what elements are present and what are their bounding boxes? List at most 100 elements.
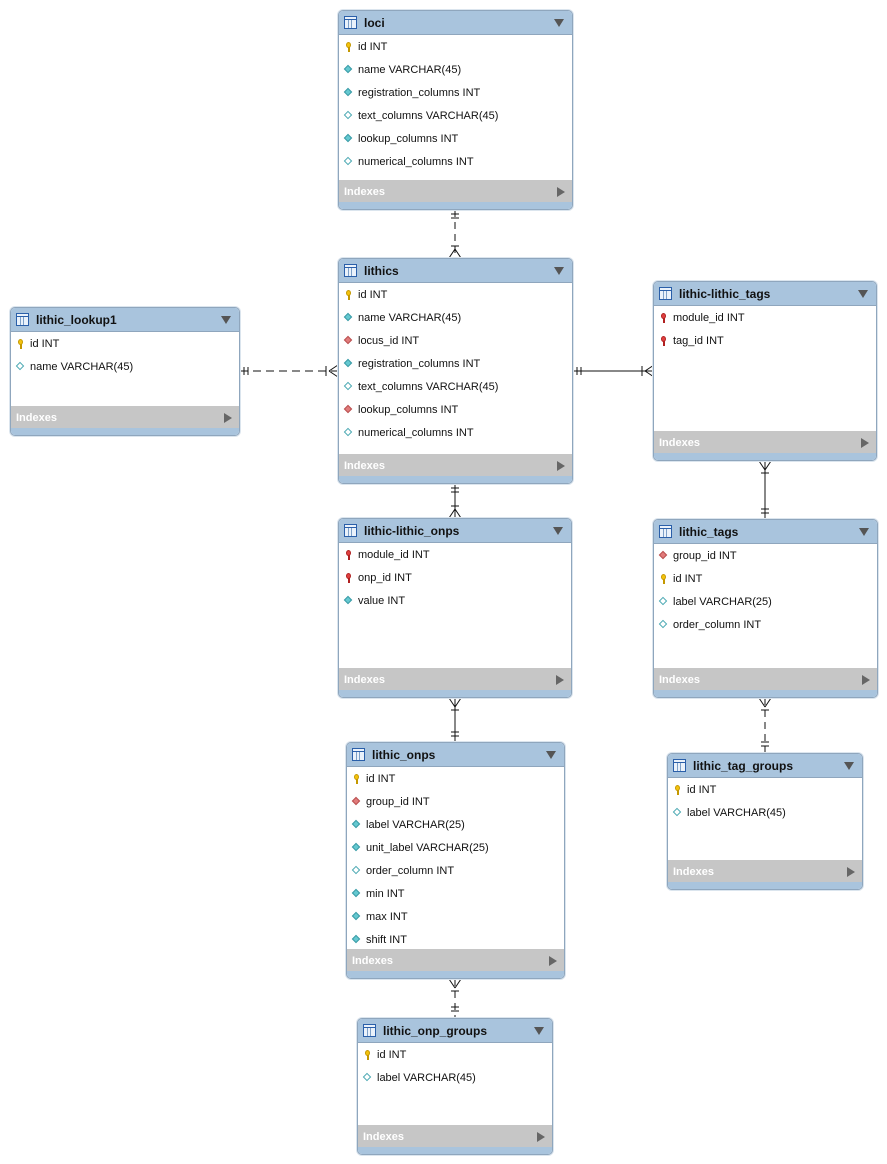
indexes-label: Indexes <box>659 436 700 449</box>
column-row[interactable]: label VARCHAR(45) <box>668 801 862 824</box>
expand-arrow-icon[interactable] <box>556 674 564 685</box>
indexes-section[interactable]: Indexes <box>668 860 862 883</box>
relationship-lithic-onps-lithic-lithic-onps[interactable] <box>448 697 462 742</box>
column-row[interactable]: module_id INT <box>339 543 571 566</box>
table-header[interactable]: lithics <box>339 259 572 283</box>
column-row[interactable]: label VARCHAR(25) <box>347 813 564 836</box>
collapse-toggle-icon[interactable] <box>221 315 231 324</box>
column-row[interactable]: min INT <box>347 882 564 905</box>
expand-arrow-icon[interactable] <box>861 437 869 448</box>
collapse-toggle-icon[interactable] <box>554 18 564 27</box>
column-row[interactable]: id INT <box>358 1043 552 1066</box>
column-row[interactable]: text_columns VARCHAR(45) <box>339 104 572 127</box>
column-row[interactable]: unit_label VARCHAR(25) <box>347 836 564 859</box>
expand-arrow-icon[interactable] <box>537 1131 545 1142</box>
table-header[interactable]: lithic_onp_groups <box>358 1019 552 1043</box>
column-row[interactable]: name VARCHAR(45) <box>339 306 572 329</box>
column-row[interactable]: registration_columns INT <box>339 352 572 375</box>
expand-arrow-icon[interactable] <box>549 955 557 966</box>
table-header[interactable]: lithic-lithic_tags <box>654 282 876 306</box>
column-row[interactable]: id INT <box>11 332 239 355</box>
collapse-toggle-icon[interactable] <box>534 1026 544 1035</box>
column-row[interactable]: id INT <box>668 778 862 801</box>
collapse-toggle-icon[interactable] <box>858 289 868 298</box>
indexes-section[interactable]: Indexes <box>339 454 572 477</box>
collapse-toggle-icon[interactable] <box>844 761 854 770</box>
relationship-loci-lithics[interactable] <box>448 210 462 259</box>
table-lithic-lithic-tags[interactable]: lithic-lithic_tags module_id INT tag_id IN… <box>653 281 877 461</box>
collapse-toggle-icon[interactable] <box>553 526 563 535</box>
indexes-section[interactable]: Indexes <box>654 431 876 454</box>
column-row[interactable]: lookup_columns INT <box>339 398 572 421</box>
expand-arrow-icon[interactable] <box>847 866 855 877</box>
relationship-lithic-lookup1-lithics[interactable] <box>240 364 339 378</box>
collapse-toggle-icon[interactable] <box>554 266 564 275</box>
collapse-toggle-icon[interactable] <box>859 527 869 536</box>
table-header[interactable]: lithic-lithic_onps <box>339 519 571 543</box>
column-row[interactable]: id INT <box>339 35 572 58</box>
column-label: module_id INT <box>673 311 745 324</box>
column-row[interactable]: order_column INT <box>347 859 564 882</box>
column-row[interactable]: onp_id INT <box>339 566 571 589</box>
table-header[interactable]: lithic_tag_groups <box>668 754 862 778</box>
column-row[interactable]: id INT <box>339 283 572 306</box>
table-name: lithic_onps <box>372 747 436 762</box>
column-label: id INT <box>673 572 703 585</box>
table-header[interactable]: lithic_onps <box>347 743 564 767</box>
relationship-lithics-lithic-lithic-onps[interactable] <box>448 484 462 519</box>
column-row[interactable]: numerical_columns INT <box>339 150 572 173</box>
column-row[interactable]: order_column INT <box>654 613 877 636</box>
indexes-section[interactable]: Indexes <box>347 949 564 972</box>
column-row[interactable]: text_columns VARCHAR(45) <box>339 375 572 398</box>
collapse-toggle-icon[interactable] <box>546 750 556 759</box>
nullable-column-icon <box>344 427 354 439</box>
column-row[interactable]: name VARCHAR(45) <box>11 355 239 378</box>
table-header[interactable]: lithic_tags <box>654 520 877 544</box>
column-row[interactable]: tag_id INT <box>654 329 876 352</box>
column-label: lookup_columns INT <box>358 132 459 145</box>
column-label: label VARCHAR(45) <box>377 1071 476 1084</box>
column-row[interactable]: numerical_columns INT <box>339 421 572 444</box>
column-row[interactable]: id INT <box>654 567 877 590</box>
indexes-section[interactable]: Indexes <box>654 668 877 691</box>
column-row[interactable]: lookup_columns INT <box>339 127 572 150</box>
table-lithic-tags[interactable]: lithic_tags group_id INT id INT label VARCH… <box>653 519 878 698</box>
column-row[interactable]: label VARCHAR(25) <box>654 590 877 613</box>
foreign-key-column-icon <box>659 550 669 562</box>
relationship-lithic-tags-lithic-lithic-tags[interactable] <box>758 460 772 519</box>
column-row[interactable]: module_id INT <box>654 306 876 329</box>
column-label: max INT <box>366 910 408 923</box>
column-row[interactable]: group_id INT <box>347 790 564 813</box>
column-row[interactable]: max INT <box>347 905 564 928</box>
indexes-section[interactable]: Indexes <box>11 406 239 429</box>
column-row[interactable]: name VARCHAR(45) <box>339 58 572 81</box>
column-row[interactable]: label VARCHAR(45) <box>358 1066 552 1089</box>
table-header[interactable]: loci <box>339 11 572 35</box>
table-header[interactable]: lithic_lookup1 <box>11 308 239 332</box>
expand-arrow-icon[interactable] <box>557 186 565 197</box>
column-row[interactable]: registration_columns INT <box>339 81 572 104</box>
expand-arrow-icon[interactable] <box>557 460 565 471</box>
relationship-lithic-onp-groups-lithic-onps[interactable] <box>448 978 462 1018</box>
column-row[interactable]: id INT <box>347 767 564 790</box>
relationship-lithic-tag-groups-lithic-tags[interactable] <box>758 697 772 753</box>
indexes-section[interactable]: Indexes <box>339 668 571 691</box>
column-row[interactable]: locus_id INT <box>339 329 572 352</box>
column-row[interactable]: value INT <box>339 589 571 612</box>
column-row[interactable]: shift INT <box>347 928 564 951</box>
indexes-section[interactable]: Indexes <box>339 180 572 203</box>
column-row[interactable]: group_id INT <box>654 544 877 567</box>
relationship-lithics-lithic-lithic-tags[interactable] <box>573 364 655 378</box>
expand-arrow-icon[interactable] <box>224 412 232 423</box>
indexes-section[interactable]: Indexes <box>358 1125 552 1148</box>
column-label: group_id INT <box>673 549 737 562</box>
expand-arrow-icon[interactable] <box>862 674 870 685</box>
